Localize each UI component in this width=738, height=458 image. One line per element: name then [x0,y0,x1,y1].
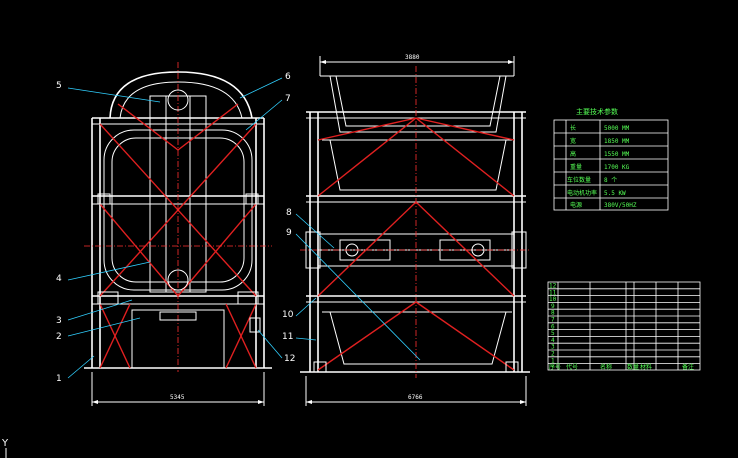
spec-label-weight: 重量 [570,163,582,171]
parts-row-5: 5 [551,330,555,337]
spec-label-motor: 电动机功率 [567,189,597,197]
parts-row-11: 11 [549,289,557,296]
parts-row-9: 9 [551,303,555,310]
balloon-10: 10 [282,310,294,320]
parts-row-10: 10 [549,296,557,303]
ucs-icon: Y [1,438,9,458]
balloon-5: 5 [56,81,62,91]
dim-right-bottom: 6766 [408,394,423,401]
right-balloon-numbers: 8 9 10 11 [282,208,294,342]
balloon-7: 7 [285,94,291,104]
parts-list-table: 12 11 10 9 8 7 6 5 4 3 2 1 序号 代号 名称 数量 材… [547,281,701,371]
spec-label-length: 长 [570,124,576,132]
parts-row-3: 3 [551,344,555,351]
spec-value-length: 5000 MM [604,125,630,132]
spec-label-power: 电源 [570,201,582,209]
balloon-2: 2 [56,332,62,342]
balloon-9: 9 [286,228,292,238]
parts-footer-remark: 备注 [682,363,694,371]
spec-table: 主要技术参数 长 5000 MM 宽 1850 MM 高 1550 MM 重量 … [553,107,669,211]
spec-label-width: 宽 [570,137,576,145]
right-elevation-view: 3880 [300,54,530,406]
balloon-6: 6 [285,72,291,82]
parts-footer-no: 序号 [549,363,561,371]
parts-row-7: 7 [551,317,555,324]
balloon-11: 11 [282,332,293,342]
balloon-3: 3 [56,316,62,326]
parts-footer-name: 名称 [600,363,612,371]
spec-label-height: 高 [570,150,576,158]
dim-left-bottom: 5345 [170,394,185,401]
spec-label-spaces: 车位数量 [567,176,591,184]
parts-row-12: 12 [549,283,557,290]
parts-row-6: 6 [551,323,555,330]
spec-value-width: 1850 MM [604,138,630,145]
spec-value-motor: 5.5 KW [604,190,626,197]
dim-right-top: 3880 [405,54,420,61]
parts-footer-material: 材料 [640,363,652,371]
right-leaders [295,213,421,361]
parts-footer-code: 代号 [566,363,578,371]
balloon-12: 12 [284,354,295,364]
left-balloon-numbers: 5 6 7 4 3 2 1 12 [56,72,295,384]
spec-table-title: 主要技术参数 [576,107,618,116]
spec-value-spaces: 8 个 [604,177,617,184]
spec-value-height: 1550 MM [604,151,630,158]
balloon-8: 8 [286,208,292,218]
spec-value-weight: 1700 KG [604,164,630,171]
parts-row-4: 4 [551,337,555,344]
parts-footer-qty: 数量 [627,363,639,371]
balloon-4: 4 [56,274,62,284]
ucs-y-label: Y [1,438,9,449]
parts-row-1: 1 [551,357,555,364]
left-leaders [67,77,283,379]
balloon-1: 1 [56,374,62,384]
spec-value-power: 380V/50HZ [604,202,637,209]
parts-row-8: 8 [551,310,555,317]
left-elevation-view: 5345 [84,62,272,406]
parts-row-2: 2 [551,351,555,358]
